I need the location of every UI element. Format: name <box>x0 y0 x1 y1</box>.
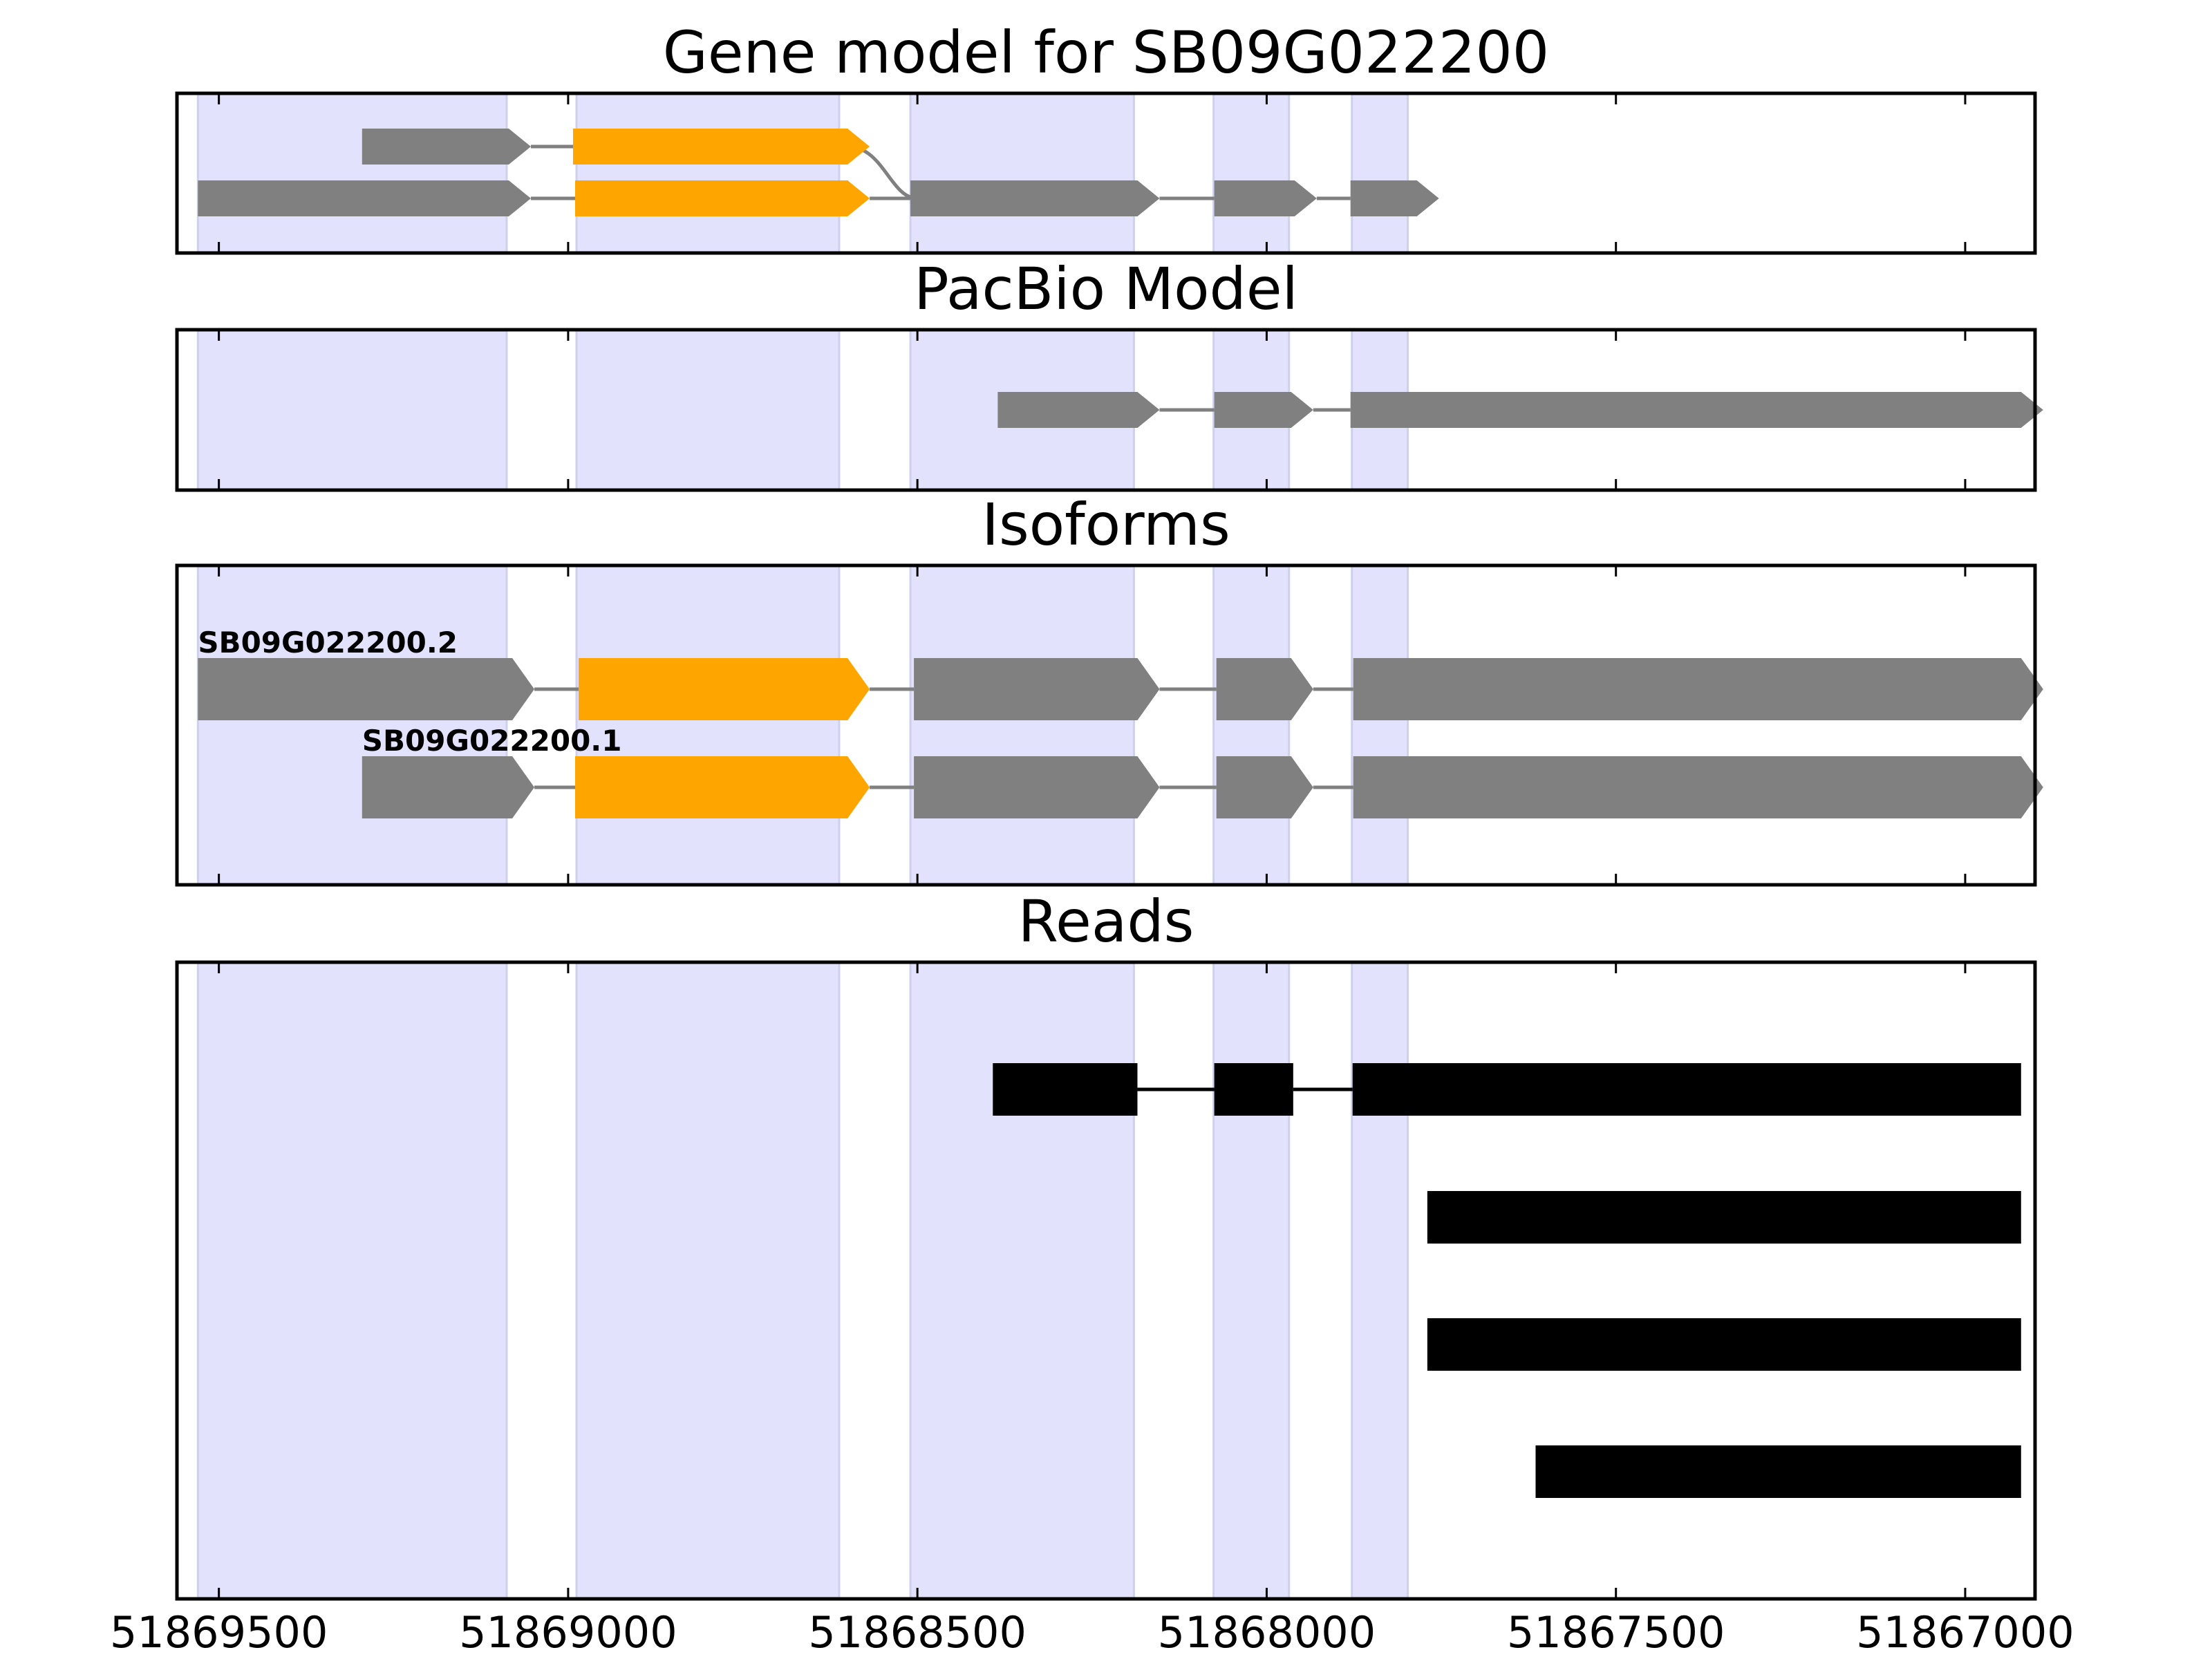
exon-block <box>1214 180 1317 216</box>
exon-block <box>997 392 1160 428</box>
exon-block <box>1216 658 1313 720</box>
exon-shade-band <box>196 92 508 254</box>
panel-frame <box>175 563 2037 887</box>
read-block <box>993 1063 1138 1116</box>
exon-block <box>362 756 535 818</box>
panel-frame <box>175 328 2037 492</box>
read-block <box>1352 1063 2021 1116</box>
x-tick-label: 51868500 <box>808 1607 1027 1658</box>
exon-shade-band <box>1212 92 1291 254</box>
exon-block <box>198 180 531 216</box>
panel-reads: Reads <box>175 888 2037 1601</box>
exon-shade-band <box>909 961 1135 1600</box>
exon-shade-band <box>1351 564 1409 886</box>
x-tick-label: 51869500 <box>110 1607 328 1658</box>
x-tick-label: 51867000 <box>1856 1607 2074 1658</box>
exon-shade-band <box>909 564 1135 886</box>
exon-block <box>362 129 531 165</box>
x-tick-label: 51868000 <box>1158 1607 1376 1658</box>
panel-frame <box>175 960 2037 1601</box>
panel-title: Gene model for SB09G022200 <box>663 19 1549 86</box>
exon-block <box>1353 756 2043 818</box>
panel-pacbio-model: PacBio Model <box>175 255 2043 492</box>
cds-exon-block <box>575 756 870 818</box>
exon-block <box>1350 180 1439 216</box>
read-block <box>1535 1445 2021 1498</box>
exon-block <box>910 180 1160 216</box>
exon-shade-band <box>1351 961 1409 1600</box>
exon-shade-band <box>575 961 841 1600</box>
exon-block <box>1214 392 1313 428</box>
cds-exon-block <box>575 180 870 216</box>
cds-exon-block <box>579 658 870 720</box>
x-tick-label: 51869000 <box>459 1607 677 1658</box>
exon-shade-band <box>575 92 841 254</box>
isoform-label: SB09G022200.2 <box>198 626 458 659</box>
exon-shade-band <box>196 564 508 886</box>
cds-exon-block <box>572 129 870 165</box>
exon-shade-band <box>196 328 508 491</box>
exon-shade-band <box>196 961 508 1600</box>
exon-shade-band <box>909 92 1135 254</box>
panel-gene-model: Gene model for SB09G022200 <box>175 19 2037 255</box>
exon-block <box>1350 392 2043 428</box>
read-block <box>1214 1063 1293 1116</box>
exon-block <box>914 756 1160 818</box>
exon-block <box>1353 658 2043 720</box>
read-block <box>1427 1318 2021 1371</box>
panel-title: PacBio Model <box>914 255 1298 323</box>
panel-frame <box>175 91 2037 255</box>
exon-shade-band <box>1212 961 1291 1600</box>
exon-block <box>914 658 1160 720</box>
panel-title: Reads <box>1018 888 1194 955</box>
x-tick-label: 51867500 <box>1507 1607 1725 1658</box>
panel-title: Isoforms <box>982 491 1230 559</box>
exon-shade-band <box>575 328 841 491</box>
isoform-label: SB09G022200.1 <box>362 724 622 758</box>
exon-shade-band <box>1212 564 1291 886</box>
exon-shade-band <box>575 564 841 886</box>
exon-block <box>1216 756 1313 818</box>
read-block <box>1427 1191 2021 1244</box>
exon-block <box>198 658 535 720</box>
exon-shade-band <box>1351 92 1409 254</box>
